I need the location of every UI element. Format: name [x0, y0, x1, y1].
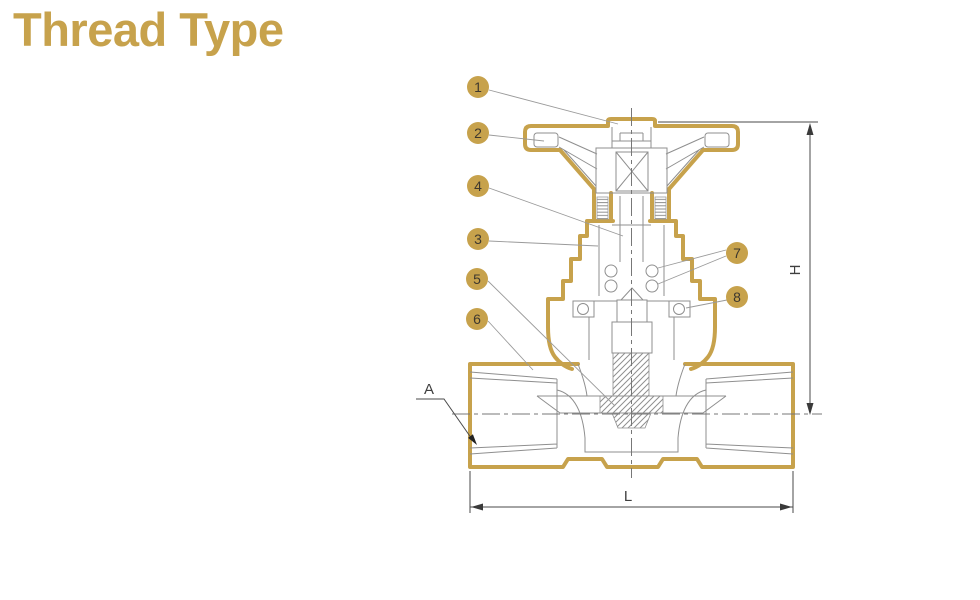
leader-7b: [657, 255, 727, 285]
callout-number: 4: [474, 178, 482, 194]
packing-ring: [604, 264, 618, 278]
leader-2: [488, 134, 545, 142]
callout-2: 2: [467, 122, 489, 144]
callout-5: 5: [466, 268, 488, 290]
callout-number: 2: [474, 125, 482, 141]
body-outline: [468, 362, 795, 469]
leader-7a: [657, 249, 727, 269]
callout-circle: [726, 286, 748, 308]
centerlines: [452, 108, 822, 478]
bonnet-interior: [577, 196, 686, 397]
callout-circle: [726, 242, 748, 264]
seal-ring-left: [577, 303, 589, 315]
arrow-tip-icon: [468, 434, 477, 445]
arrow-right-icon: [780, 503, 792, 511]
callout-number: 8: [733, 289, 741, 305]
label-a-text: A: [424, 381, 434, 398]
dimension-h: H: [658, 121, 818, 415]
leader-5: [487, 280, 616, 407]
stud-right: [654, 196, 667, 220]
arrow-up-icon: [806, 123, 814, 135]
packing-ring: [604, 279, 618, 293]
callouts: 1 2 4 3 5 6 7: [466, 76, 748, 330]
dimension-l-label: L: [624, 488, 632, 505]
arrow-down-icon: [806, 403, 814, 415]
callout-number: 6: [473, 311, 481, 327]
leader-8: [685, 299, 728, 309]
callout-circle: [467, 228, 489, 250]
leader-1: [488, 89, 619, 125]
threaded-studs: [596, 196, 667, 220]
dimension-l-lines: [469, 471, 794, 513]
callout-leaders: [487, 89, 728, 407]
callout-8: 8: [726, 286, 748, 308]
label-a-leader: [416, 398, 475, 443]
wheel-spokes: [558, 136, 705, 187]
callout-3: 3: [467, 228, 489, 250]
callout-circle: [466, 268, 488, 290]
interior-lines: [469, 127, 794, 455]
leader-6: [487, 320, 534, 371]
leader-4: [488, 187, 624, 237]
dimension-h-label: H: [787, 265, 804, 276]
packing-ring: [645, 279, 659, 293]
arrow-left-icon: [471, 503, 483, 511]
callout-number: 7: [733, 245, 741, 261]
callout-circle: [467, 76, 489, 98]
callout-number: 5: [473, 271, 481, 287]
wheel-hub: [595, 147, 668, 194]
gland-right: [668, 300, 691, 318]
callout-number: 1: [474, 79, 482, 95]
callout-circle: [467, 122, 489, 144]
wheel-grip-right: [704, 132, 730, 148]
callout-circle: [466, 308, 488, 330]
leader-3: [488, 240, 599, 247]
seal-ring-right: [673, 303, 685, 315]
stud-left: [596, 196, 609, 220]
callout-1: 1: [467, 76, 489, 98]
callout-7: 7: [726, 242, 748, 264]
dimension-h-lines: [658, 121, 818, 412]
label-a: A: [416, 381, 477, 445]
callout-circle: [467, 175, 489, 197]
page-title: Thread Type: [13, 3, 284, 56]
dimension-l: L: [469, 471, 794, 513]
callout-4: 4: [467, 175, 489, 197]
callout-number: 3: [474, 231, 482, 247]
stem-nut-channel: [588, 191, 675, 223]
packing-ring: [645, 264, 659, 278]
callout-6: 6: [466, 308, 488, 330]
gland-left: [572, 300, 595, 318]
